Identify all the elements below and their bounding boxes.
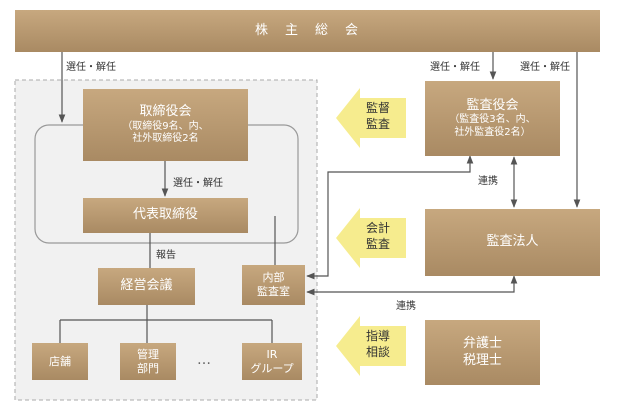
dept-ir-line-1: IR — [266, 347, 278, 361]
appoint-label-mid: 選任・解任 — [173, 178, 223, 189]
appoint-label-left: 選任・解任 — [66, 62, 116, 73]
supervision-arrow: 監督 監査 — [336, 88, 406, 148]
appoint-label-right-2: 選任・解任 — [520, 62, 570, 73]
rep-title: 代表取締役 — [132, 207, 198, 223]
arrow-left-icon — [336, 88, 406, 148]
guidance-arrow-line-1: 指導 — [365, 329, 390, 343]
dept-stores-label: 店舗 — [49, 354, 71, 368]
board-detail-2: 社外取締役2名 — [132, 133, 199, 145]
lawyer-tax-box: 弁護士 税理士 — [425, 320, 540, 385]
audit-corporation-box: 監査法人 — [425, 209, 600, 276]
lawyer-line-1: 弁護士 — [462, 336, 502, 352]
lawyer-line-2: 税理士 — [462, 352, 502, 368]
dept-admin-box: 管理 部門 — [120, 343, 176, 380]
accounting-arrow-line-1: 会計 — [365, 221, 390, 235]
audit-corp-title: 監査法人 — [486, 234, 539, 250]
audit-board-box: 監査役会 （監査役3名、内、 社外監査役2名） — [425, 81, 560, 156]
supervision-arrow-line-2: 監査 — [365, 117, 390, 132]
coop-label-2: 連携 — [396, 301, 416, 312]
appoint-label-right-1: 選任・解任 — [430, 62, 480, 73]
accounting-audit-arrow: 会計 監査 — [336, 208, 406, 268]
coop-label-1: 連携 — [478, 176, 498, 187]
guidance-arrow: 指導 相談 — [336, 316, 406, 376]
dept-ir-line-2: グループ — [250, 361, 294, 375]
dept-ir-box: IR グループ — [242, 343, 302, 380]
audit-board-title: 監査役会 — [466, 97, 519, 113]
internal-audit-line-1: 内部 — [262, 271, 285, 285]
arrow-left-icon — [336, 316, 406, 376]
audit-board-detail-2: 社外監査役2名） — [454, 126, 531, 138]
dept-admin-line-1: 管理 — [137, 347, 159, 361]
board-detail-1: （取締役9名、内、 — [122, 120, 209, 132]
guidance-arrow-line-2: 相談 — [365, 345, 390, 360]
representative-director-box: 代表取締役 — [83, 198, 248, 233]
arrow-left-icon — [336, 208, 406, 268]
shareholders-meeting-label: 株 主 総 会 — [254, 22, 360, 38]
dots-label: … — [197, 352, 211, 368]
internal-audit-office-box: 内部 監査室 — [242, 265, 305, 305]
accounting-arrow-line-2: 監査 — [365, 237, 390, 252]
meeting-title: 経営会議 — [120, 278, 173, 294]
report-label: 報告 — [156, 250, 176, 261]
board-title: 取締役会 — [139, 104, 192, 120]
internal-audit-line-2: 監査室 — [257, 285, 290, 298]
management-meeting-box: 経営会議 — [98, 268, 195, 305]
dept-admin-line-2: 部門 — [137, 361, 159, 375]
board-of-directors-box: 取締役会 （取締役9名、内、 社外取締役2名 — [83, 89, 248, 161]
audit-board-detail-1: （監査役3名、内、 — [449, 114, 536, 126]
shareholders-meeting-bar: 株 主 総 会 — [15, 10, 600, 52]
dept-stores-box: 店舗 — [32, 343, 88, 380]
supervision-arrow-line-1: 監督 — [365, 101, 390, 115]
